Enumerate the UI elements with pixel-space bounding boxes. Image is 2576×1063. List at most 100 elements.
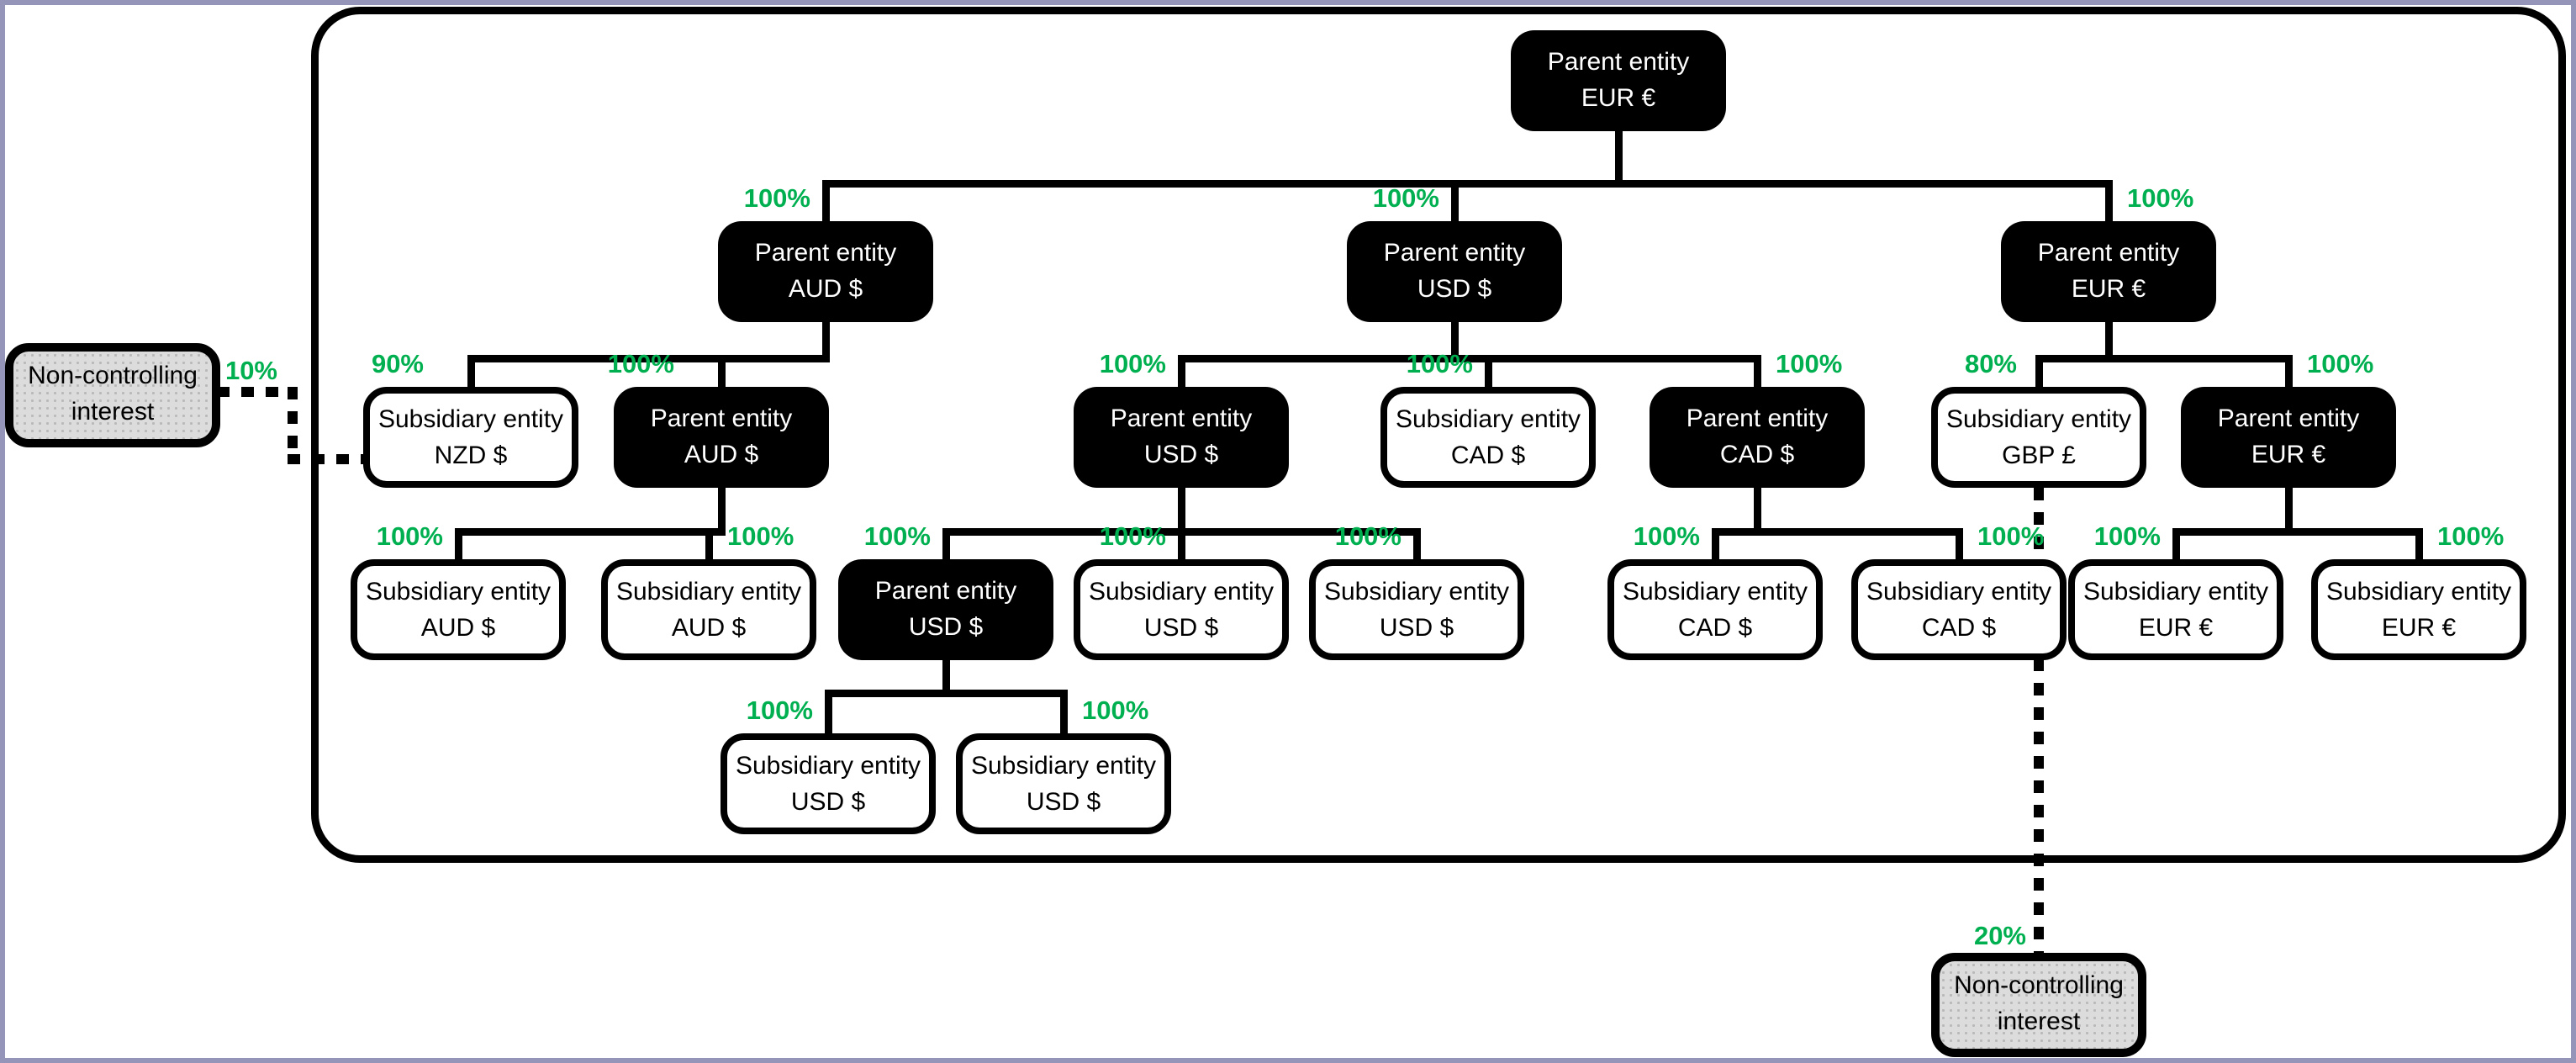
connector-line [467, 355, 830, 362]
entity-type-label: Parent entity [1383, 239, 1526, 267]
entity-type-label: Parent entity [1110, 405, 1253, 432]
entity-type-label: Subsidiary entity [970, 752, 1157, 780]
ownership-percentage-s_eur_a: 100% [2093, 521, 2161, 551]
entity-type-label: Subsidiary entity [1088, 578, 1275, 606]
entity-type-label: Subsidiary entity [2082, 578, 2269, 606]
entity-currency-label: CAD $ [1921, 614, 1997, 642]
ownership-percentage-s_nzd: 90% [371, 349, 424, 378]
ownership-percentage-p_eur: 100% [2127, 183, 2194, 213]
connector-line [1615, 131, 1623, 188]
ownership-percentage-s_usd_a: 100% [1099, 521, 1166, 551]
connector-line [455, 528, 462, 564]
entity-currency-label: AUD $ [420, 614, 496, 642]
nci-dotted-connector [288, 454, 365, 464]
entity-type-label: Subsidiary entity [1622, 578, 1808, 606]
ownership-percentage-s_usd_c: 100% [746, 695, 813, 725]
entity-currency-label: EUR € [2138, 614, 2214, 642]
connector-line [942, 660, 950, 697]
entity-type-label: Subsidiary entity [1323, 578, 1510, 606]
connector-line [2105, 322, 2113, 362]
ownership-percentage-nci_left: 10% [224, 356, 277, 385]
ownership-percentage-p_cad2: 100% [1776, 349, 1843, 378]
connector-line [1413, 528, 1421, 564]
entity-currency-label: EUR € [1581, 84, 1656, 112]
entity-currency-label: EUR € [2251, 441, 2326, 468]
entity-type-label: Subsidiary entity [615, 578, 802, 606]
connector-line [718, 488, 726, 536]
entity-type-label: Parent entity [1686, 405, 1829, 432]
connector-line [1754, 488, 1761, 536]
ownership-percentage-s_cad_b: 100% [1977, 521, 2045, 551]
entity-type-label: Parent entity [1547, 48, 1690, 76]
entity-type-label: Subsidiary entity [377, 405, 564, 433]
connector-line [2105, 180, 2113, 226]
connector-line [1485, 355, 1492, 392]
entity-type-label: Parent entity [874, 577, 1017, 605]
ownership-percentage-p_usd2: 100% [1099, 349, 1166, 378]
connector-line [825, 690, 1068, 697]
entity-currency-label: USD $ [790, 788, 866, 816]
connector-line [1956, 528, 1963, 564]
ownership-percentage-s_usd_b: 100% [1334, 521, 1401, 551]
entity-type-label: Subsidiary entity [365, 578, 552, 606]
entity-type-label: Subsidiary entity [1866, 578, 2052, 606]
connector-line [942, 528, 950, 564]
connector-line [1178, 355, 1761, 362]
connector-line [718, 355, 726, 392]
connector-line [1060, 690, 1068, 738]
entity-currency-label: CAD $ [1450, 442, 1526, 469]
entity-currency-label: AUD $ [684, 441, 759, 468]
entity-currency-label: USD $ [1143, 441, 1219, 468]
connector-line [1451, 322, 1459, 362]
ownership-percentage-nci_bottom: 20% [1973, 921, 2026, 950]
entity-currency-label: CAD $ [1677, 614, 1753, 642]
connector-line [2035, 355, 2293, 362]
ownership-percentage-p_usd3: 100% [863, 521, 931, 551]
connector-line [825, 690, 832, 738]
connector-line [1754, 355, 1761, 392]
connector-line [822, 180, 2113, 188]
ownership-percentage-p_aud: 100% [743, 183, 810, 213]
connector-line [2285, 355, 2293, 392]
ownership-percentage-s_aud_a: 100% [376, 521, 443, 551]
entity-currency-label: EUR € [2071, 275, 2146, 303]
connector-line [2172, 528, 2423, 536]
entity-currency-label: interest [71, 398, 155, 426]
entity-type-label: Parent entity [650, 405, 793, 432]
connector-line [1178, 355, 1185, 392]
entity-currency-label: EUR € [2381, 614, 2457, 642]
entity-type-label: Subsidiary entity [1945, 405, 2132, 433]
entity-currency-label: USD $ [1379, 614, 1454, 642]
connector-line [455, 528, 726, 536]
entity-type-label: Parent entity [754, 239, 897, 267]
nci-dotted-connector [288, 387, 298, 464]
connector-line [1712, 528, 1963, 536]
connector-line [2415, 528, 2423, 564]
connector-line [1712, 528, 1719, 564]
entity-currency-label: USD $ [1417, 275, 1492, 303]
entity-currency-label: AUD $ [788, 275, 863, 303]
entity-type-label: Subsidiary entity [2325, 578, 2512, 606]
connector-line [1178, 488, 1185, 536]
nci-dotted-connector [217, 387, 298, 397]
entity-currency-label: USD $ [1143, 614, 1219, 642]
